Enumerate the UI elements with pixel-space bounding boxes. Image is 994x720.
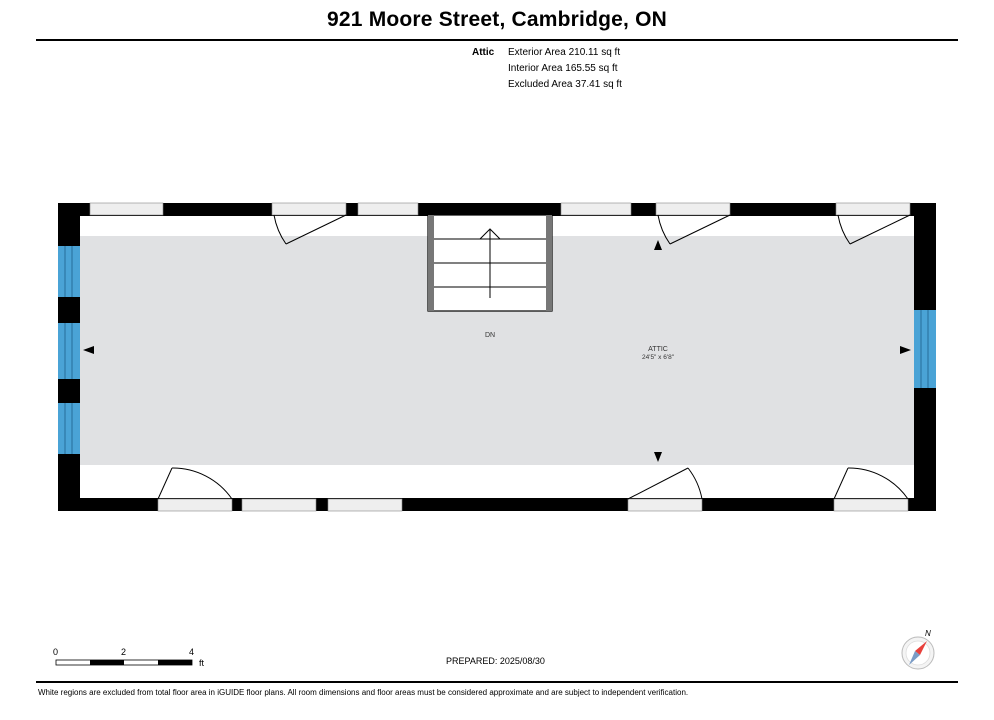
top-door-2 bbox=[657, 214, 731, 245]
bottom-door-2 bbox=[627, 467, 703, 500]
dimension-arrow-right bbox=[900, 346, 911, 354]
right-window bbox=[914, 310, 936, 388]
dimension-arrow-left bbox=[83, 346, 94, 354]
top-window-3 bbox=[560, 202, 632, 216]
top-door-opening-1 bbox=[271, 202, 347, 216]
interior-area: Interior Area 165.55 sq ft bbox=[508, 63, 618, 74]
dimension-arrow-top bbox=[654, 240, 662, 250]
top-door-opening-3 bbox=[835, 202, 911, 216]
page-title: 921 Moore Street, Cambridge, ON bbox=[327, 8, 667, 31]
bottom-window-1 bbox=[241, 498, 317, 512]
top-window-2 bbox=[357, 202, 419, 216]
scale-tick-0: 0 bbox=[53, 647, 59, 657]
excluded-area: Excluded Area 37.41 sq ft bbox=[508, 79, 622, 90]
bottom-door-3 bbox=[833, 467, 909, 500]
top-window-1 bbox=[89, 202, 164, 216]
floor-label: Attic bbox=[472, 47, 495, 58]
bottom-door-1 bbox=[157, 467, 233, 500]
scale-tick-2: 2 bbox=[121, 647, 127, 657]
prepared-date: PREPARED: 2025/08/30 bbox=[446, 656, 545, 666]
staircase bbox=[427, 214, 553, 312]
bottom-door-opening-3 bbox=[833, 498, 909, 512]
top-door-1 bbox=[273, 214, 347, 245]
left-window-2 bbox=[58, 323, 80, 379]
bottom-door-opening-1 bbox=[157, 498, 233, 512]
left-window-1 bbox=[58, 246, 80, 297]
bottom-door-opening-2 bbox=[627, 498, 703, 512]
stair-direction-arrow bbox=[479, 228, 501, 240]
top-door-opening-2 bbox=[655, 202, 731, 216]
left-window-3 bbox=[58, 403, 80, 454]
scale-bar bbox=[55, 659, 193, 666]
scale-unit: ft bbox=[199, 658, 205, 668]
compass-icon: N bbox=[901, 629, 935, 670]
top-door-3 bbox=[837, 214, 911, 245]
footer-divider bbox=[36, 681, 958, 683]
bottom-window-2 bbox=[327, 498, 403, 512]
footer-disclaimer: White regions are excluded from total fl… bbox=[38, 688, 689, 697]
compass-north-label: N bbox=[925, 629, 931, 638]
exterior-area: Exterior Area 210.11 sq ft bbox=[508, 47, 621, 58]
stair-label: DN bbox=[485, 332, 495, 339]
dimension-arrow-bottom bbox=[654, 452, 662, 462]
room-name: ATTIC bbox=[648, 346, 668, 353]
header-divider bbox=[36, 39, 958, 41]
scale-tick-4: 4 bbox=[189, 647, 195, 657]
room-dimensions: 24'5" x 6'8" bbox=[642, 354, 675, 361]
